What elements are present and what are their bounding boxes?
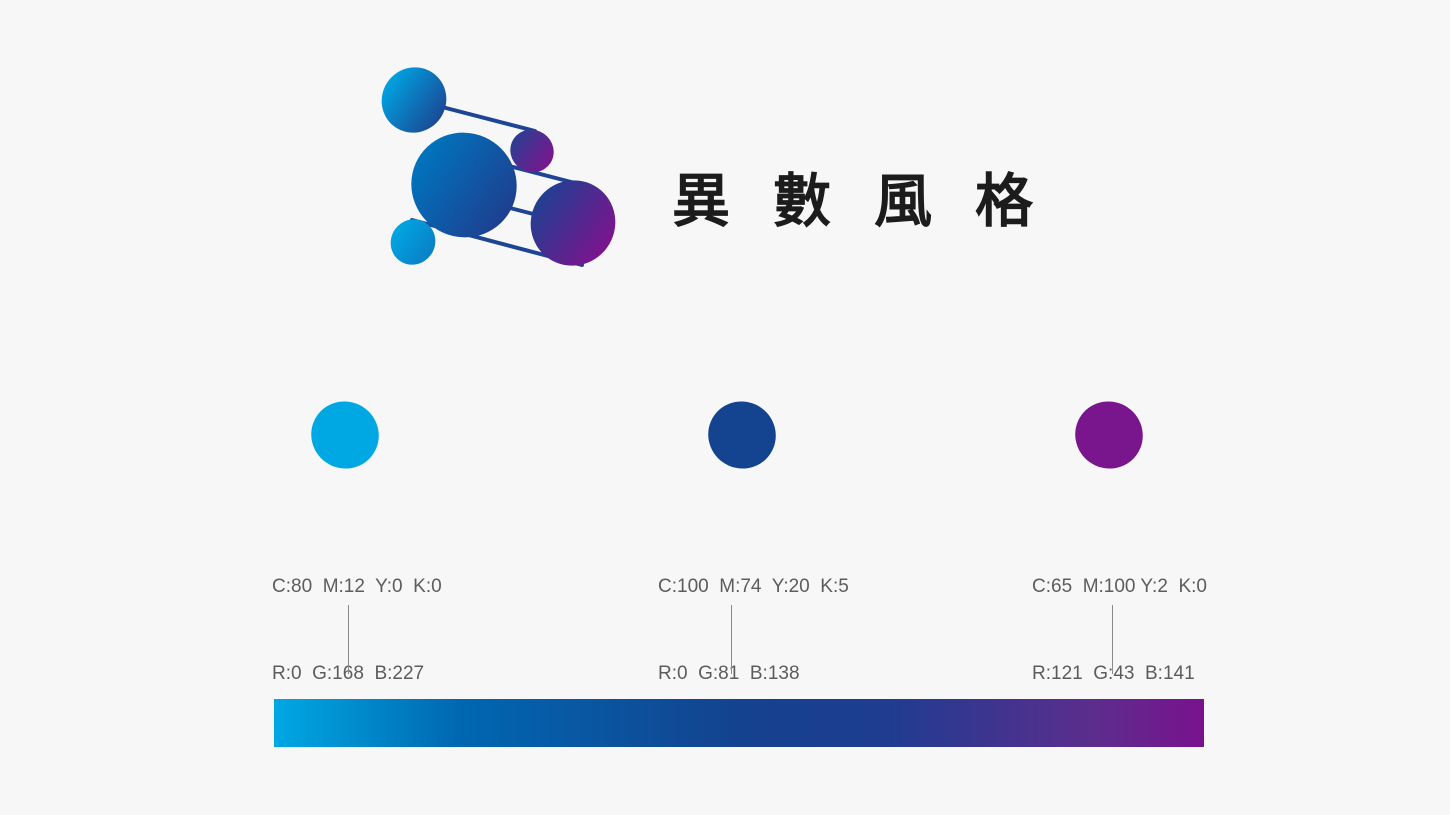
cmyk-value: C:65 M:100 Y:2 K:0 [1032,576,1207,597]
tick-line-purple [1112,605,1113,674]
color-spec-cyan: C:80 M:12 Y:0 K:0 R:0 G:168 B:227 [272,514,442,717]
rgb-value: R:121 G:43 B:141 [1032,663,1195,684]
swatch-cyan [298,388,392,482]
swatch-purple [1062,388,1156,482]
gradient-bar [274,699,1204,747]
brand-name: 異數風格 [672,167,1077,235]
tick-line-cyan [348,605,349,674]
cmyk-value: C:80 M:12 Y:0 K:0 [272,576,442,597]
brand-logo-icon [381,67,616,267]
color-spec-blue: C:100 M:74 Y:20 K:5 R:0 G:81 B:138 [658,514,849,717]
cmyk-value: C:100 M:74 Y:20 K:5 [658,576,849,597]
color-spec-purple: C:65 M:100 Y:2 K:0 R:121 G:43 B:141 [1032,514,1207,717]
swatch-blue [695,388,789,482]
rgb-value: R:0 G:168 B:227 [272,663,425,684]
rgb-value: R:0 G:81 B:138 [658,663,800,684]
tick-line-blue [731,605,732,674]
